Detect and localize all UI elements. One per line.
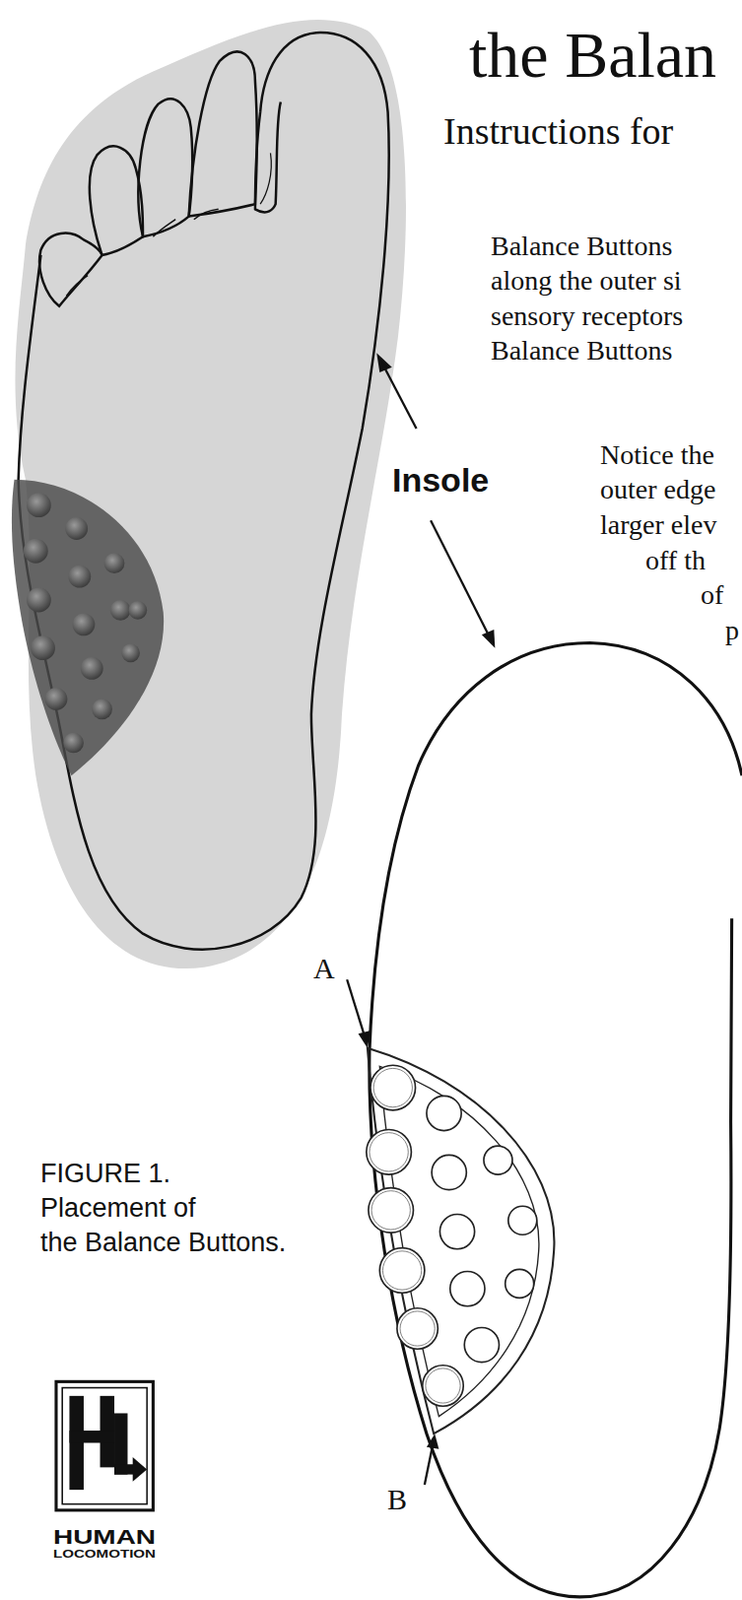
body-text: along the outer si bbox=[490, 265, 682, 297]
body-text: of bbox=[700, 579, 724, 611]
button-circles bbox=[366, 1065, 538, 1407]
logo-mark bbox=[56, 1381, 153, 1511]
body-text: p bbox=[725, 614, 740, 647]
callout-letter: B bbox=[387, 1483, 407, 1518]
body-text: Notice the bbox=[600, 439, 715, 472]
body-text: sensory receptors bbox=[490, 300, 683, 333]
subheading: Instructions for bbox=[443, 110, 674, 154]
logo-text: HUMAN bbox=[53, 1525, 156, 1550]
logo-text: LOCOMOTION bbox=[53, 1549, 156, 1561]
body-text: larger elev bbox=[600, 509, 717, 541]
body-text: Balance Buttons bbox=[490, 230, 673, 263]
page-title: the Balan bbox=[469, 17, 717, 93]
button-patch bbox=[11, 479, 164, 776]
body-text: outer edge bbox=[600, 473, 716, 506]
part-label: Insole bbox=[392, 461, 489, 500]
callout-letter: A bbox=[313, 951, 336, 987]
button-pad bbox=[367, 1048, 555, 1435]
button-bumps bbox=[23, 492, 147, 753]
leader-arrows bbox=[346, 352, 495, 1485]
foot-outline bbox=[18, 32, 390, 950]
body-text: off th bbox=[645, 544, 706, 577]
body-text: Balance Buttons bbox=[490, 335, 673, 367]
button-inner-rings bbox=[369, 1068, 461, 1404]
insole-outline bbox=[369, 643, 742, 1598]
figure-caption: FIGURE 1. Placement of the Balance Butto… bbox=[40, 1156, 286, 1261]
